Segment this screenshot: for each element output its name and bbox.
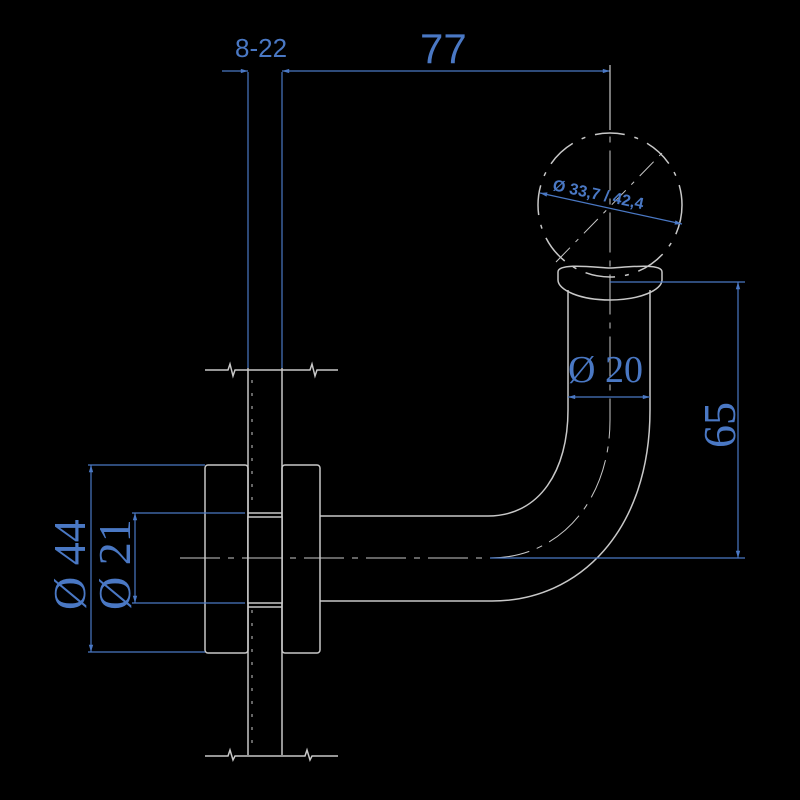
dim-bolt-diameter: Ø 21 [89,519,140,610]
arm-tube [320,265,663,602]
dim-tube-diameter: Ø 20 [568,349,643,391]
dim-projection: 77 [420,25,467,72]
center-lines [180,130,611,559]
dim-height: 65 [694,402,745,448]
ball [537,132,683,278]
flange [204,464,321,654]
dimension-lines [88,65,745,653]
dim-ball-diameter: Ø 33,7 / 42,4 [551,177,645,213]
dim-flange-diameter: Ø 44 [44,519,95,610]
dim-wall-thickness: 8-22 [235,33,287,63]
